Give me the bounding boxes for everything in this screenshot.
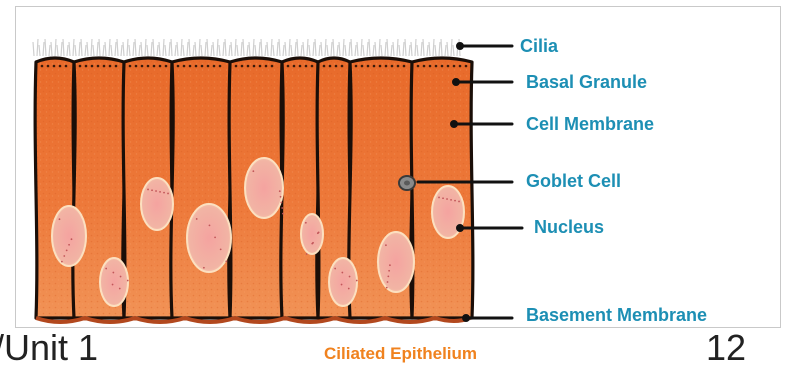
nucleus — [187, 204, 231, 272]
basal-granule-dot — [423, 65, 426, 68]
nucleus — [329, 258, 357, 306]
label-nucleus: Nucleus — [534, 218, 604, 236]
basal-granule-dot — [189, 65, 192, 68]
basal-granule-dot — [177, 65, 180, 68]
label-goblet-cell: Goblet Cell — [526, 172, 621, 190]
basal-granule-dot — [141, 65, 144, 68]
basal-granule-dot — [447, 65, 450, 68]
label-cilia: Cilia — [520, 37, 558, 55]
basal-granule-dot — [391, 65, 394, 68]
basal-granule-dot — [59, 65, 62, 68]
nucleus — [245, 158, 283, 218]
nucleus — [141, 178, 173, 230]
basal-granule-dot — [379, 65, 382, 68]
basal-granule-dot — [287, 65, 290, 68]
nucleus — [301, 214, 323, 254]
nucleus — [52, 206, 86, 266]
basal-granule-dot — [253, 65, 256, 68]
basal-granule-dot — [397, 65, 400, 68]
basal-granule-dot — [367, 65, 370, 68]
basal-granule-dot — [53, 65, 56, 68]
goblet-cell — [399, 176, 415, 190]
cilia-fringe — [33, 39, 460, 56]
basal-granule-dot — [219, 65, 222, 68]
basal-granule-dot — [403, 65, 406, 68]
basal-granule-dot — [183, 65, 186, 68]
basal-granule-dot — [459, 65, 462, 68]
basal-granule-dot — [147, 65, 150, 68]
basal-granule-dot — [109, 65, 112, 68]
basal-granule-dot — [241, 65, 244, 68]
basal-granule-dot — [213, 65, 216, 68]
basal-granule-dot — [235, 65, 238, 68]
basal-granule-dot — [201, 65, 204, 68]
basal-granule-dot — [465, 65, 468, 68]
diagram-caption: Ciliated Epithelium — [324, 345, 477, 362]
label-cell-membrane: Cell Membrane — [526, 115, 654, 133]
basal-granule-dot — [259, 65, 262, 68]
label-basement-membrane: Basement Membrane — [526, 306, 707, 324]
basal-granule-dot — [417, 65, 420, 68]
basal-granule-dot — [115, 65, 118, 68]
basal-granule-dot — [373, 65, 376, 68]
basal-granule-dot — [207, 65, 210, 68]
basal-granule-dot — [441, 65, 444, 68]
basal-granule-dot — [435, 65, 438, 68]
basal-granule-dot — [129, 65, 132, 68]
basal-granule-dot — [91, 65, 94, 68]
basal-granule-dot — [65, 65, 68, 68]
basal-granule-dot — [265, 65, 268, 68]
basal-granule-dot — [323, 65, 326, 68]
basal-granule-dot — [311, 65, 314, 68]
basal-granule-dot — [299, 65, 302, 68]
basal-granule-dot — [153, 65, 156, 68]
basal-granule-dot — [103, 65, 106, 68]
basal-granule-dot — [293, 65, 296, 68]
basal-granule-dot — [165, 65, 168, 68]
basal-granule-dot — [453, 65, 456, 68]
basal-granule-dot — [79, 65, 82, 68]
basal-granule-dot — [41, 65, 44, 68]
nucleus — [378, 232, 414, 292]
basal-granule-dot — [429, 65, 432, 68]
slide-page-number: 12 — [706, 330, 746, 366]
nucleus — [100, 258, 128, 306]
basal-granule-dot — [97, 65, 100, 68]
basal-granule-dot — [341, 65, 344, 68]
basal-granule-dot — [355, 65, 358, 68]
basal-granule-dot — [305, 65, 308, 68]
basal-granule-dot — [247, 65, 250, 68]
basal-granule-dot — [361, 65, 364, 68]
slide-footer-unit: /Unit 1 — [0, 330, 98, 366]
basal-granule-dot — [195, 65, 198, 68]
basal-granule-dot — [47, 65, 50, 68]
basal-granule-dot — [271, 65, 274, 68]
basal-granule-dot — [159, 65, 162, 68]
label-basal-granule: Basal Granule — [526, 73, 647, 91]
basal-granule-dot — [85, 65, 88, 68]
basal-granule-dot — [329, 65, 332, 68]
basal-granule-dot — [135, 65, 138, 68]
basal-granule-dot — [335, 65, 338, 68]
basal-granule-dot — [385, 65, 388, 68]
